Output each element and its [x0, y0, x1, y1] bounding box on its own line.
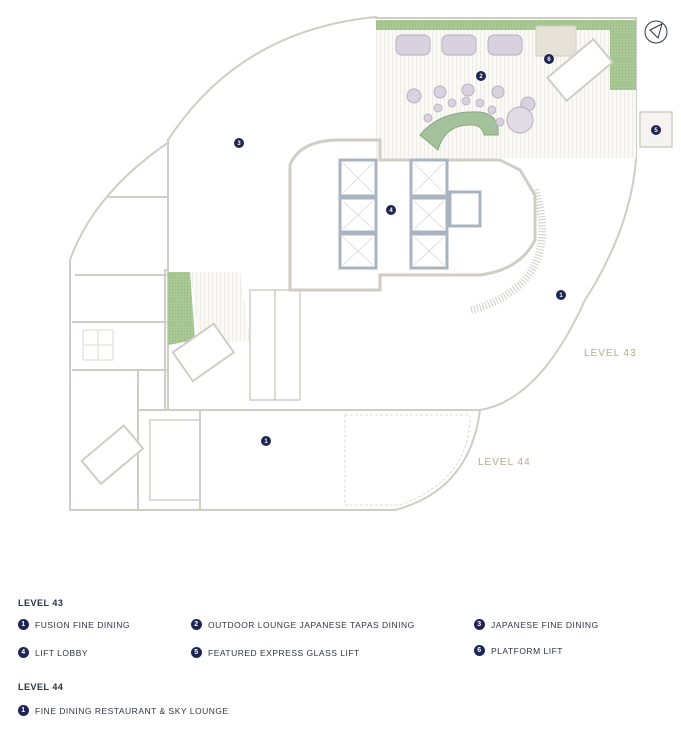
- marker-lift-lobby: 4: [386, 205, 396, 215]
- svg-text:3: 3: [237, 141, 241, 147]
- landscape-strip-left: [168, 272, 195, 345]
- floor-plan: LEVEL 43 LEVEL 44 1 2 3 4 5 6 1: [69, 15, 673, 511]
- marker-platform-lift: 6: [544, 54, 554, 64]
- window-grid: [82, 329, 114, 361]
- legend-level-44-title: LEVEL 44: [18, 682, 64, 692]
- lift-cross-marks: [342, 162, 445, 266]
- stair-cores: [80, 37, 615, 486]
- level-44-lower-room: [344, 414, 471, 506]
- svg-text:1: 1: [559, 293, 563, 299]
- level-44-label: LEVEL 44: [478, 457, 531, 468]
- svg-text:1: 1: [264, 439, 268, 445]
- stone-pad: [535, 25, 577, 57]
- compass-icon: [644, 20, 668, 44]
- lounge-furniture: [395, 34, 536, 134]
- restroom-blocks: [149, 289, 301, 501]
- bar-stools: [423, 96, 505, 127]
- core-wall: [288, 138, 537, 292]
- marker-outdoor-lounge: 2: [476, 71, 486, 81]
- marker-level-44-dining: 1: [261, 436, 271, 446]
- svg-text:2: 2: [479, 74, 483, 80]
- bar-counter: [419, 111, 499, 151]
- landscape-strip-top: [376, 20, 636, 30]
- marker-japanese-fine-dining: 3: [234, 138, 244, 148]
- marker-fusion-fine-dining: 1: [556, 290, 566, 300]
- landscape-strip-right: [610, 30, 636, 90]
- legend-level-43-title: LEVEL 43: [18, 598, 64, 608]
- level-43-label: LEVEL 43: [584, 348, 637, 359]
- marker-glass-lift: 5: [651, 125, 661, 135]
- svg-text:5: 5: [654, 128, 658, 134]
- stair-hatch-left: [190, 272, 250, 345]
- svg-text:4: 4: [389, 208, 393, 214]
- svg-text:6: 6: [547, 57, 551, 63]
